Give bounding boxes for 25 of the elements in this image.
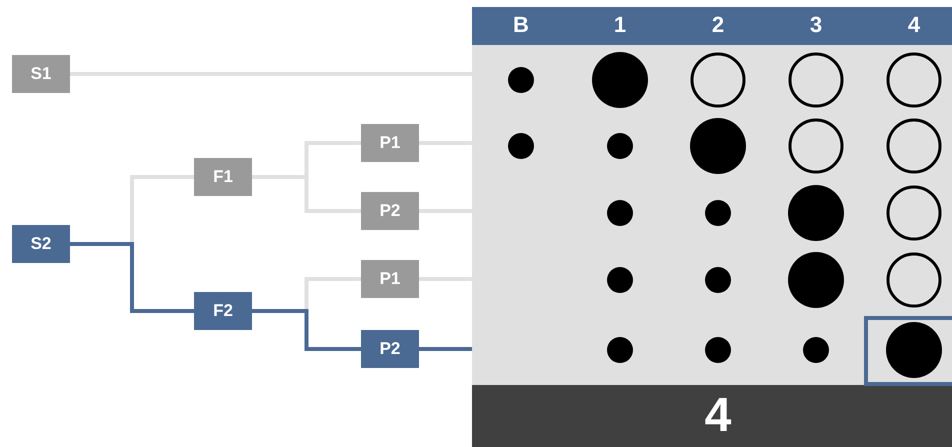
stage-box xyxy=(194,158,252,196)
stage-label: F2 xyxy=(213,301,233,321)
column-header: B xyxy=(512,12,530,38)
stage-label: S2 xyxy=(30,234,52,254)
column-header: 2 xyxy=(710,12,726,38)
stage-label: F1 xyxy=(213,167,233,187)
connector-line xyxy=(70,242,194,313)
column-header: 1 xyxy=(612,12,628,38)
stage-box xyxy=(12,225,70,263)
connector-line xyxy=(252,309,361,351)
column-header: 3 xyxy=(808,12,824,38)
stage-label: P2 xyxy=(380,339,400,359)
stage-box xyxy=(361,330,419,368)
column-header: 4 xyxy=(906,12,922,38)
connector-line xyxy=(419,347,472,351)
stage-box xyxy=(361,260,419,298)
stage-box xyxy=(194,292,252,330)
stage-box xyxy=(361,124,419,162)
stage-box xyxy=(12,55,70,93)
stage-label: P2 xyxy=(380,201,400,221)
stage-box xyxy=(361,192,419,230)
result-value: 4 xyxy=(704,388,732,444)
stage-label: P1 xyxy=(380,133,400,153)
stage-label: P1 xyxy=(380,269,400,289)
stage-label: S1 xyxy=(30,64,52,84)
